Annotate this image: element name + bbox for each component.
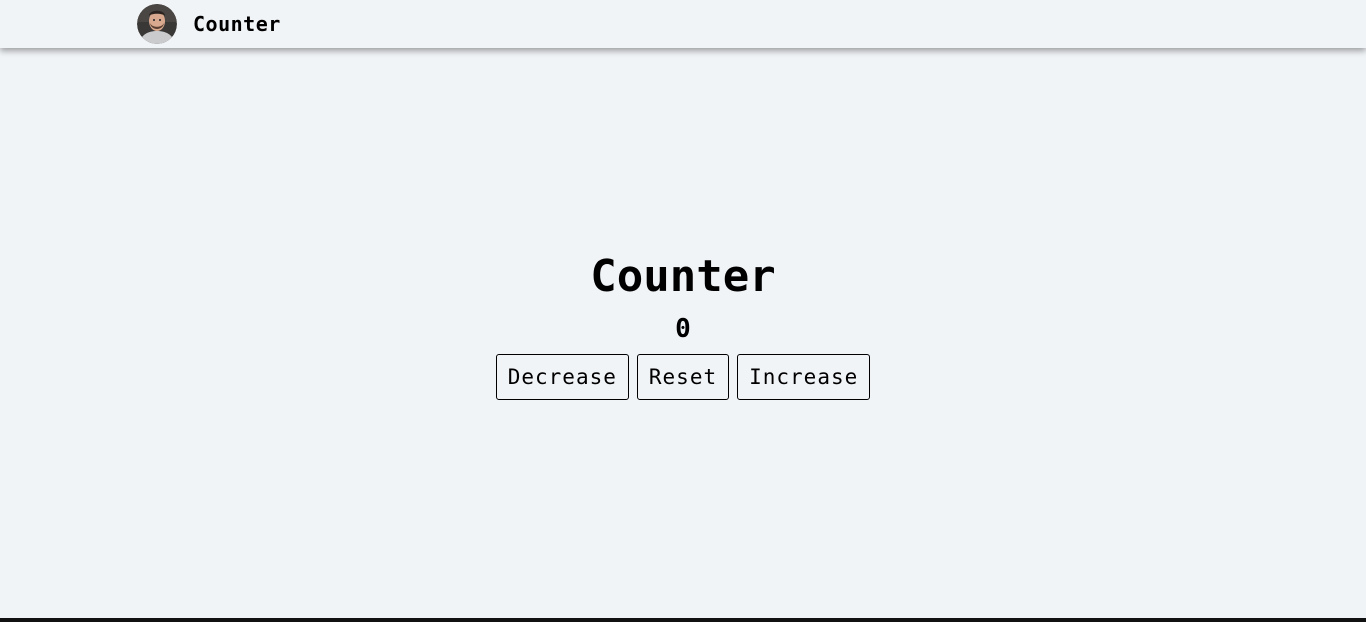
- bottom-edge-bar: [0, 618, 1366, 622]
- brand-title: Counter: [193, 12, 281, 36]
- counter-section: Counter 0 Decrease Reset Increase: [0, 48, 1366, 618]
- increase-button[interactable]: Increase: [737, 354, 871, 400]
- user-avatar-icon: [137, 4, 177, 44]
- button-group: Decrease Reset Increase: [495, 354, 871, 400]
- page-title: Counter: [590, 251, 776, 302]
- navbar: Counter: [0, 0, 1366, 48]
- brand-link[interactable]: Counter: [137, 4, 281, 44]
- decrease-button[interactable]: Decrease: [495, 354, 629, 400]
- counter-value: 0: [675, 314, 691, 344]
- avatar: [137, 4, 177, 44]
- reset-button[interactable]: Reset: [636, 354, 730, 400]
